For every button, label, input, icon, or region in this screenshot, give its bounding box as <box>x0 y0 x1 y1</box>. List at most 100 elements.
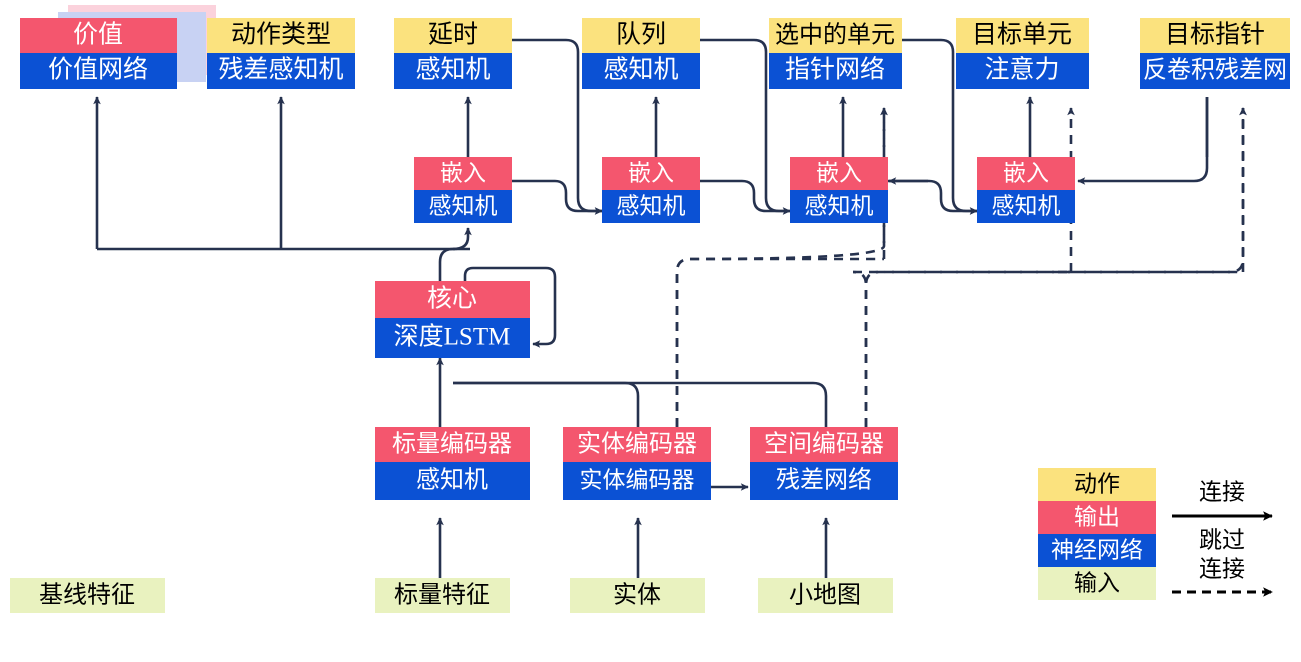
queue-top-label: 队列 <box>616 21 666 49</box>
node-scalar-encoder[interactable]: 标量编码器 感知机 <box>375 427 530 500</box>
scalar-encoder-bottom-label: 感知机 <box>416 467 488 494</box>
queue-bottom-label: 感知机 <box>603 56 678 84</box>
action-type-bottom-band <box>207 53 355 89</box>
node-entity-encoder[interactable]: 实体编码器 实体编码器 <box>563 427 711 500</box>
embed-2-top-band <box>602 157 700 190</box>
minimap-label: 小地图 <box>789 582 861 609</box>
scalar-features-label: 标量特征 <box>394 582 490 609</box>
value-top-band <box>20 18 177 53</box>
node-embed-3[interactable]: 嵌入 感知机 <box>790 157 888 223</box>
delay-bottom-label: 感知机 <box>415 56 490 84</box>
node-spatial-encoder[interactable]: 空间编码器 残差网络 <box>750 427 898 500</box>
scalar-encoder-bottom-band <box>375 462 530 500</box>
edge-core-recurrent <box>463 266 557 348</box>
action-type-top-band <box>207 18 355 53</box>
baseline-features-box <box>10 578 165 613</box>
embed-4-top-label: 嵌入 <box>1003 160 1049 185</box>
embed-1-bottom-band <box>414 190 512 223</box>
legend-action-swatch <box>1038 468 1156 501</box>
edge-core-bus-to-embed1 <box>452 227 472 251</box>
action-type-bottom-label: 残差感知机 <box>218 56 343 84</box>
legend-connection-label: 连接 <box>1199 479 1245 504</box>
node-target-unit[interactable]: 目标单元 注意力 <box>956 18 1089 89</box>
target-unit-bottom-label: 注意力 <box>984 56 1059 84</box>
legend-action-label: 动作 <box>1074 471 1120 496</box>
minimap-box <box>758 578 893 613</box>
node-queue[interactable]: 队列 感知机 <box>582 18 700 89</box>
delay-top-band <box>394 18 512 53</box>
embed-4-bottom-band <box>977 190 1075 223</box>
node-embed-2[interactable]: 嵌入 感知机 <box>602 157 700 223</box>
node-minimap[interactable]: 小地图 <box>758 578 893 613</box>
edge-target-point-feed-to-embed4 <box>1077 97 1209 185</box>
scalar-encoder-top-label: 标量编码器 <box>392 431 512 458</box>
node-entities[interactable]: 实体 <box>570 578 705 613</box>
value-bottom-band <box>20 53 177 89</box>
node-embed-4[interactable]: 嵌入 感知机 <box>977 157 1075 223</box>
node-action-type[interactable]: 动作类型 残差感知机 <box>207 18 355 89</box>
edge-embed1-to-chain <box>512 179 603 215</box>
selected-unit-bottom-band <box>769 53 902 89</box>
core-top-band <box>375 281 530 318</box>
node-value[interactable]: 价值 价值网络 <box>20 5 216 89</box>
embed-2-bottom-band <box>602 190 700 223</box>
edge-embed3-to-chain <box>887 179 978 215</box>
target-unit-top-label: 目标单元 <box>972 21 1072 49</box>
embed-1-top-label: 嵌入 <box>440 160 486 185</box>
spatial-encoder-top-label: 空间编码器 <box>764 431 884 458</box>
node-target-point[interactable]: 目标指针 反卷积残差网 <box>1140 18 1290 89</box>
action-type-top-label: 动作类型 <box>231 21 331 49</box>
selected-unit-bottom-label: 指针网络 <box>785 56 885 84</box>
entity-encoder-top-band <box>563 427 711 462</box>
edge-embed2-to-chain <box>700 179 791 215</box>
selected-unit-top-label: 选中的单元 <box>775 22 895 49</box>
embed-1-bottom-label: 感知机 <box>429 193 498 218</box>
legend-skip-label-2: 连接 <box>1199 556 1245 581</box>
target-unit-top-band <box>956 18 1089 53</box>
spatial-encoder-bottom-band <box>750 462 898 500</box>
node-embed-1[interactable]: 嵌入 感知机 <box>414 157 512 223</box>
value-bottom-label: 价值网络 <box>48 56 148 84</box>
embed-3-top-band <box>790 157 888 190</box>
target-unit-bottom-band <box>956 53 1089 89</box>
legend-output-swatch <box>1038 501 1156 534</box>
delay-bottom-band <box>394 53 512 89</box>
embed-2-top-label: 嵌入 <box>628 160 674 185</box>
legend-network-swatch <box>1038 534 1156 567</box>
spatial-encoder-top-band <box>750 427 898 462</box>
core-bottom-label: 深度LSTM <box>394 323 511 351</box>
edges-layer <box>93 38 1247 578</box>
core-top-label: 核心 <box>427 285 477 313</box>
skip-spatial-to-target-point <box>853 107 1247 274</box>
skip-bus-lower <box>864 270 1243 427</box>
queue-top-band <box>582 18 700 53</box>
entity-encoder-top-label: 实体编码器 <box>577 431 697 458</box>
node-delay[interactable]: 延时 感知机 <box>394 18 512 89</box>
node-baseline-features[interactable]: 基线特征 <box>10 578 165 613</box>
legend-output-label: 输出 <box>1074 504 1120 529</box>
embed-4-bottom-label: 感知机 <box>992 193 1061 218</box>
legend: 动作 输出 神经网络 输入 连接 跳过 连接 <box>1038 468 1273 600</box>
node-scalar-features[interactable]: 标量特征 <box>375 578 510 613</box>
baseline-features-label: 基线特征 <box>39 582 135 609</box>
legend-skip-label-1: 跳过 <box>1199 527 1245 552</box>
legend-input-label: 输入 <box>1074 570 1120 595</box>
queue-bottom-band <box>582 53 700 89</box>
selected-unit-top-band <box>769 18 902 53</box>
scalar-features-box <box>375 578 510 613</box>
embed-3-bottom-band <box>790 190 888 223</box>
target-point-bottom-band <box>1140 53 1290 89</box>
core-bottom-band <box>375 318 530 358</box>
node-core[interactable]: 核心 深度LSTM <box>375 281 530 358</box>
target-point-top-band <box>1140 18 1290 53</box>
node-selected-unit[interactable]: 选中的单元 指针网络 <box>769 18 902 89</box>
spatial-encoder-bottom-label: 残差网络 <box>776 467 872 494</box>
delay-top-label: 延时 <box>428 21 478 49</box>
entities-label: 实体 <box>613 582 661 609</box>
entity-encoder-bottom-band <box>563 462 711 500</box>
edge-spatial-encoder-to-bus <box>453 381 828 427</box>
target-point-top-label: 目标指针 <box>1165 21 1265 49</box>
